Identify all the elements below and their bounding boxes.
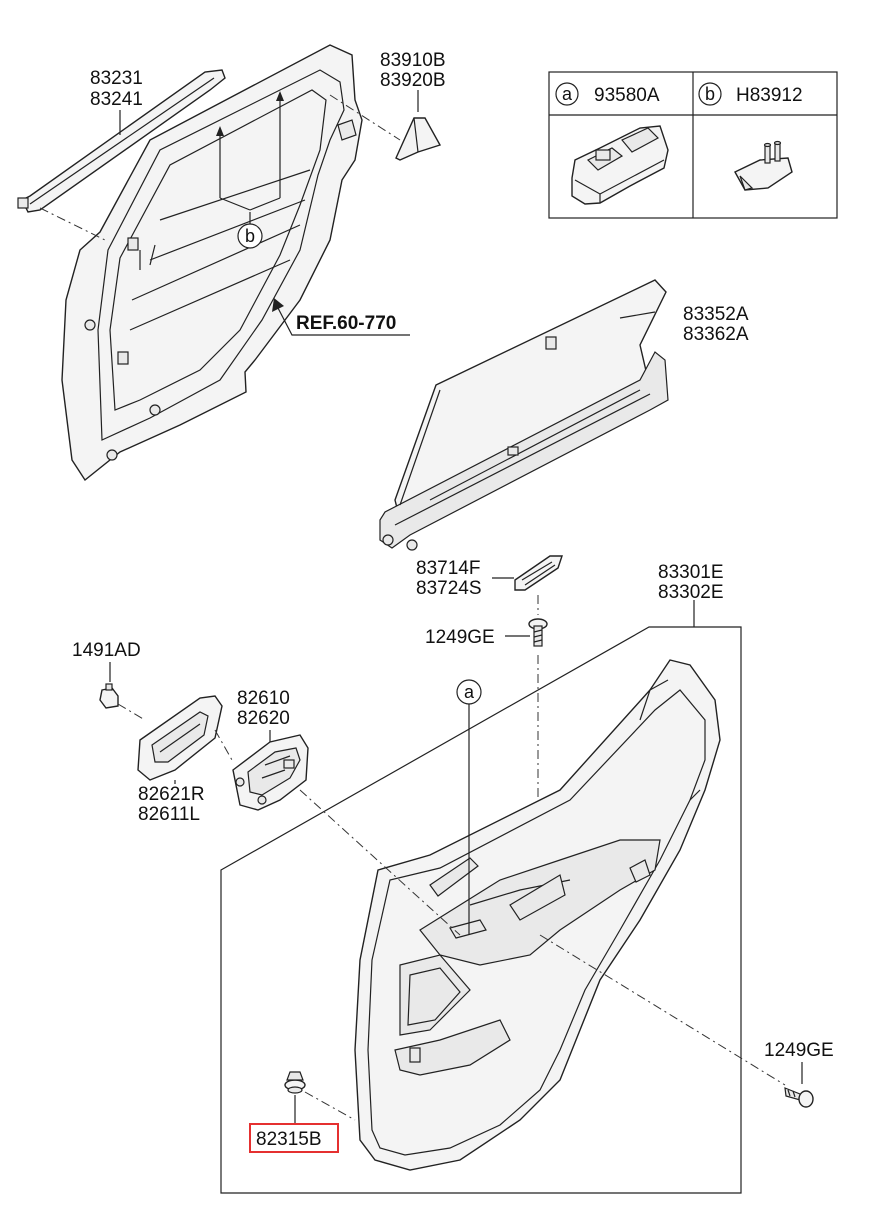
label-screw-bottom: 1249GE [764, 1040, 834, 1061]
legend-part-a: 93580A [594, 85, 660, 106]
dash-clip [304, 1091, 356, 1121]
dash-run-strip [39, 207, 106, 241]
label-trim-panel-1: 83301E [658, 562, 724, 583]
door-trim-panel-part [354, 659, 721, 1171]
trim-clip-82315b-part [284, 1071, 306, 1094]
label-handle-assy-1: 82610 [237, 688, 290, 709]
dash-delta-cover [329, 94, 401, 141]
legend-marker-a-text: a [562, 84, 573, 104]
label-handle-assy-2: 82620 [237, 708, 290, 729]
label-delta-cover-1: 83910B [380, 50, 446, 71]
screw-top-part [528, 618, 548, 647]
dash-nut [117, 703, 146, 721]
marker-b-text: b [245, 226, 255, 246]
marker-a-text: a [464, 682, 475, 702]
label-run-strip-2: 83241 [90, 89, 143, 110]
legend-table: a 93580A b H83912 [548, 71, 838, 219]
dash-bezel-handle [214, 729, 233, 761]
pull-handle-cover-part [514, 555, 563, 591]
clip-highlight-box[interactable] [249, 1123, 339, 1153]
label-delta-cover-2: 83920B [380, 70, 446, 91]
label-pull-cover-2: 83724S [416, 578, 482, 599]
dash-handle-panel [299, 789, 461, 936]
legend-marker-b [698, 82, 722, 106]
label-curtain-2: 83362A [683, 324, 749, 345]
frame-clip-arrows: b [216, 91, 284, 249]
label-curtain-1: 83352A [683, 304, 749, 325]
run-strip-part [17, 69, 226, 213]
legend-part-b: H83912 [736, 85, 803, 106]
trim-clip-part [734, 140, 793, 191]
label-bezel-2: 82611L [138, 804, 200, 825]
label-nut: 1491AD [72, 640, 141, 661]
delta-cover-part [395, 117, 442, 161]
label-ref: REF.60-770 [296, 313, 396, 334]
legend-marker-a [555, 82, 579, 106]
legend-marker-b-text: b [705, 84, 715, 104]
power-window-switch-part [571, 125, 669, 205]
label-run-strip-1: 83231 [90, 68, 143, 89]
label-screw-top: 1249GE [425, 627, 495, 648]
label-clip[interactable]: 82315B [256, 1129, 322, 1150]
screw-bottom-part [784, 1087, 814, 1108]
trim-panel-box [220, 600, 742, 1194]
inside-handle-bezel-part [137, 695, 223, 781]
inside-handle-assembly-part [232, 734, 309, 811]
reference-callout: REF.60-770 [272, 298, 410, 336]
label-bezel-1: 82621R [138, 784, 205, 805]
label-pull-cover-1: 83714F [416, 558, 480, 579]
rear-door-frame [61, 44, 363, 482]
label-trim-panel-2: 83302E [658, 582, 724, 603]
nut-part [99, 683, 119, 709]
sunshade-curtain-part [379, 279, 669, 551]
